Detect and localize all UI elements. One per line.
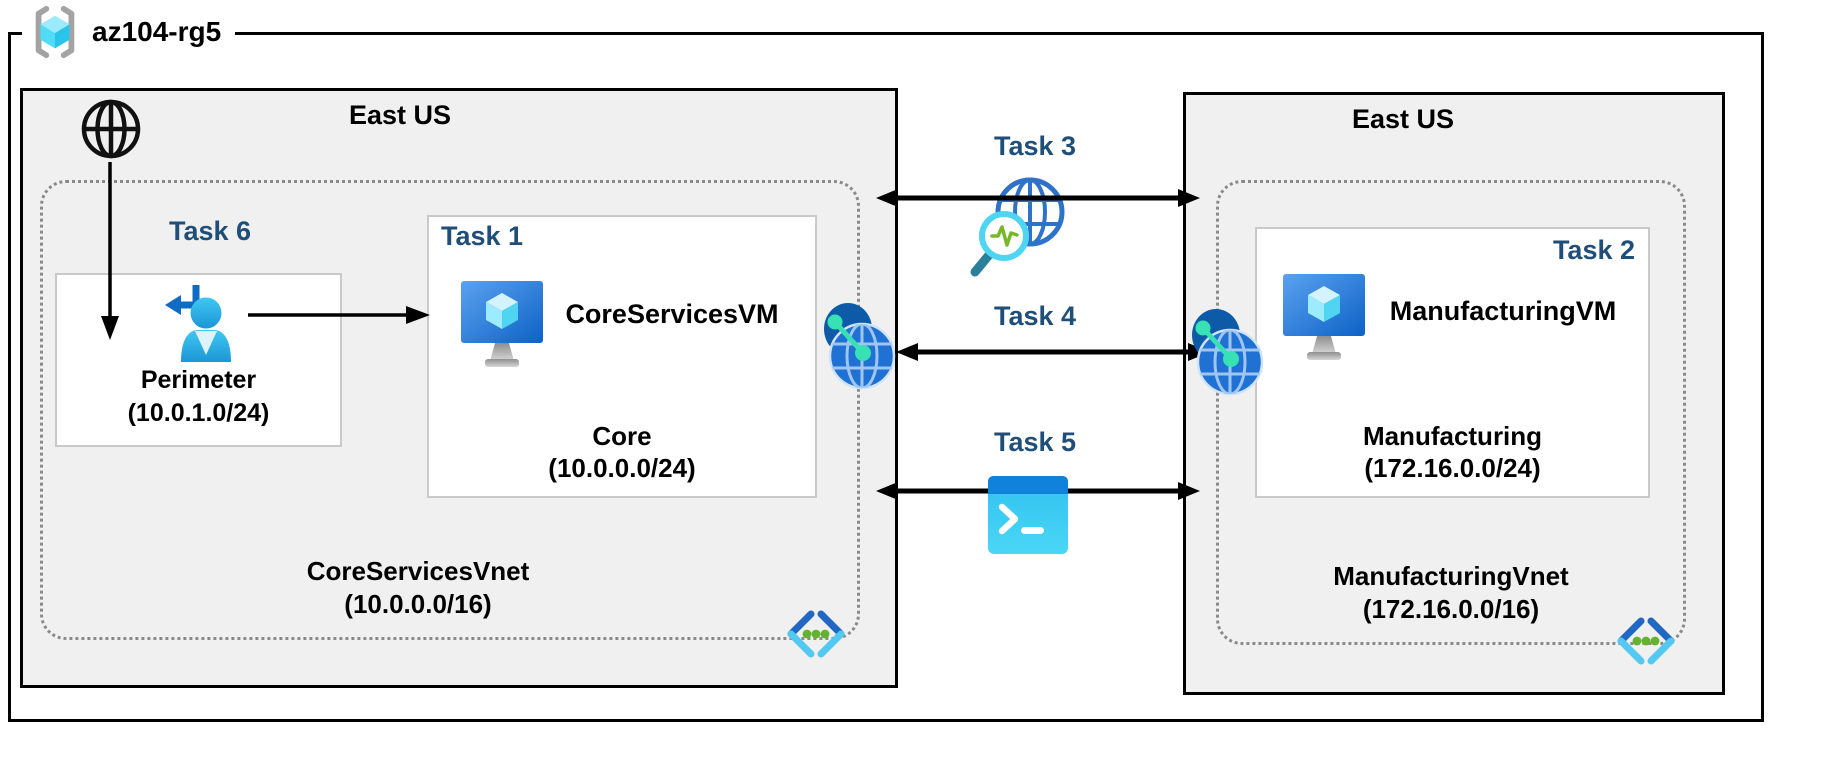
resource-group-icon xyxy=(26,4,84,60)
perimeter-subnet-cidr: (10.0.1.0/24) xyxy=(127,399,270,427)
virtual-network-icon-right xyxy=(1615,617,1677,665)
manufacturing-vm-icon xyxy=(1283,274,1365,370)
task3-peering-arrow xyxy=(876,186,1200,210)
core-services-vm-name: CoreServicesVM xyxy=(565,299,779,329)
manufacturing-subnet-cidr: (172.16.0.0/24) xyxy=(1364,453,1541,483)
core-services-vm-icon xyxy=(461,281,543,377)
core-subnet-box xyxy=(427,215,817,498)
core-services-vnet-cidr: (10.0.0.0/16) xyxy=(344,589,492,619)
guest-user-icon xyxy=(146,276,238,364)
virtual-network-icon-left xyxy=(785,610,847,658)
manufacturing-vnet-cidr: (172.16.0.0/16) xyxy=(1362,594,1540,624)
cloud-shell-icon xyxy=(988,476,1068,554)
resource-group-boundary xyxy=(8,32,1764,722)
region-right-title: East US xyxy=(1351,104,1455,134)
vnet-peering-icon-right xyxy=(1190,308,1264,400)
manufacturing-vnet-name: ManufacturingVnet xyxy=(1333,561,1569,591)
task6-label: Task 6 xyxy=(168,216,252,246)
core-subnet-name: Core xyxy=(592,421,652,451)
resource-group-label: az104-rg5 xyxy=(22,2,236,62)
perimeter-subnet-name: Perimeter xyxy=(140,366,257,394)
internet-to-perimeter-arrow xyxy=(98,162,122,342)
task1-label: Task 1 xyxy=(441,221,524,251)
vnet-peering-icon-left xyxy=(822,302,896,394)
perimeter-to-core-arrow xyxy=(248,302,432,328)
manufacturing-subnet-name: Manufacturing xyxy=(1362,421,1543,451)
task3-label: Task 3 xyxy=(993,131,1077,161)
manufacturing-vnet-boundary xyxy=(1216,180,1686,645)
manufacturing-vm-name: ManufacturingVM xyxy=(1389,296,1617,326)
perimeter-subnet-box xyxy=(55,273,342,447)
resource-group-name: az104-rg5 xyxy=(92,16,222,47)
core-services-vnet-boundary xyxy=(40,180,860,640)
core-subnet-cidr: (10.0.0.0/24) xyxy=(548,453,696,483)
task5-label: Task 5 xyxy=(993,427,1077,457)
manufacturing-subnet-box xyxy=(1255,227,1650,498)
internet-globe-icon xyxy=(78,96,144,162)
region-left-title: East US xyxy=(348,100,452,130)
task2-label: Task 2 xyxy=(1552,235,1635,265)
task4-peering-arrow xyxy=(896,340,1210,364)
core-services-vnet-name: CoreServicesVnet xyxy=(306,556,530,586)
task4-label: Task 4 xyxy=(993,301,1077,331)
